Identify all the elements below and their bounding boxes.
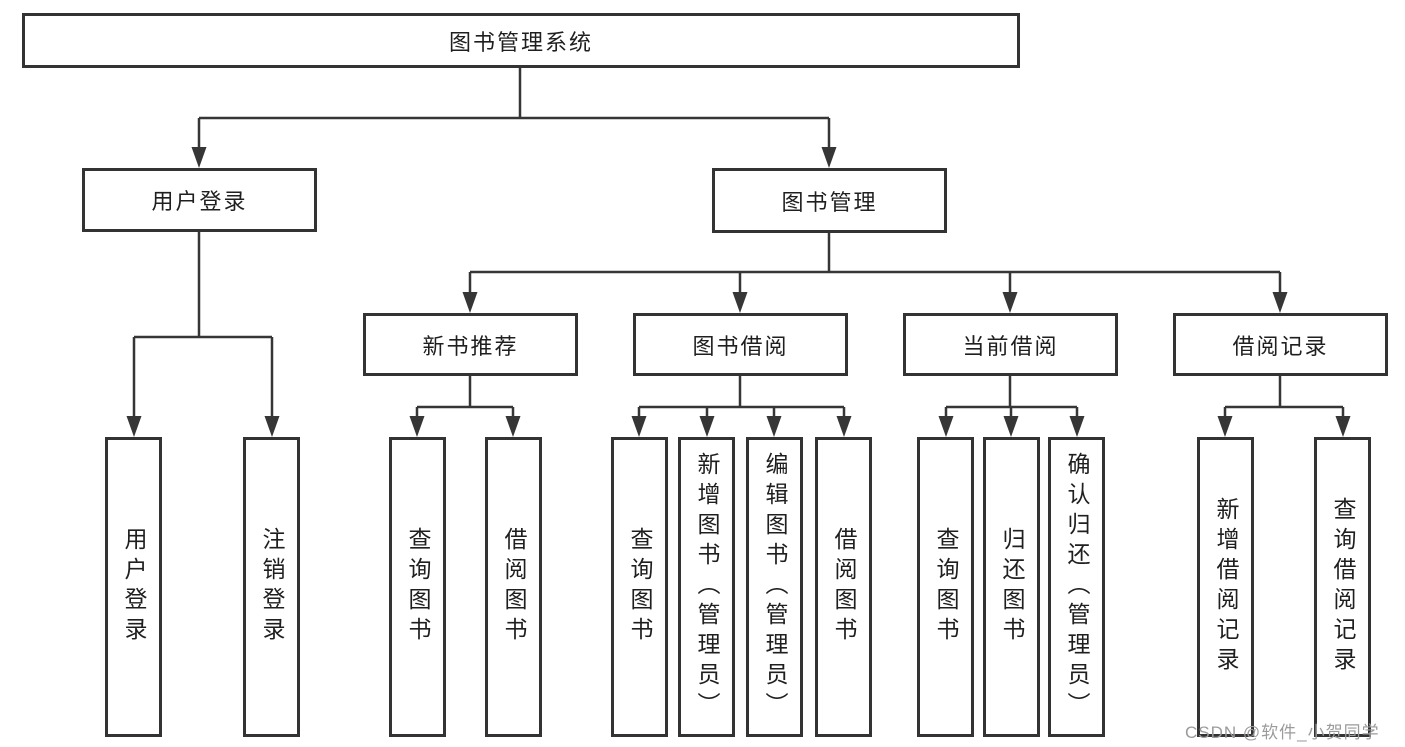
node-label: 归还图书	[999, 527, 1025, 647]
node-new-book-recommendation: 新书推荐	[363, 313, 578, 376]
node-logout-leaf: 注销登录	[243, 437, 300, 737]
node-borrow-books-leaf: 借阅图书	[815, 437, 872, 737]
arrowhead	[631, 416, 647, 437]
arrowhead	[1069, 416, 1085, 437]
arrowhead	[1217, 416, 1233, 437]
connector-books-split	[468, 231, 1282, 295]
node-label: 当前借阅	[962, 333, 1059, 359]
node-current-borrowing: 当前借阅	[903, 313, 1118, 376]
arrowhead	[191, 147, 207, 168]
node-book-borrowing: 图书借阅	[633, 313, 848, 376]
node-label: 确认归还（管理员）	[1064, 452, 1090, 722]
connector-current-split	[944, 374, 1079, 420]
node-borrowing-records: 借阅记录	[1173, 313, 1388, 376]
node-query-books-recommend: 查询图书	[389, 437, 446, 737]
arrowhead	[126, 416, 142, 437]
arrowhead	[732, 292, 748, 313]
node-label: 新书推荐	[422, 333, 519, 359]
node-edit-book-admin: 编辑图书（管理员）	[746, 437, 803, 737]
node-label: 用户登录	[151, 189, 248, 214]
node-label: 编辑图书（管理员）	[762, 452, 788, 722]
arrowhead	[1003, 416, 1019, 437]
node-add-borrow-record: 新增借阅记录	[1197, 437, 1254, 737]
node-label: 借阅记录	[1232, 333, 1329, 359]
arrowhead	[1002, 292, 1018, 313]
node-return-books: 归还图书	[983, 437, 1040, 737]
arrowhead	[836, 416, 852, 437]
connector-newrec-split	[415, 374, 515, 420]
connector-borrow-split	[637, 374, 846, 420]
arrowhead	[505, 416, 521, 437]
node-add-book-admin: 新增图书（管理员）	[678, 437, 735, 737]
node-label: 查询图书	[405, 527, 431, 647]
node-user-login: 用户登录	[82, 168, 317, 232]
node-query-books-borrow: 查询图书	[611, 437, 668, 737]
arrowhead	[1272, 292, 1288, 313]
arrowheads	[126, 147, 1351, 437]
node-label: 注销登录	[259, 527, 285, 647]
node-query-books-current: 查询图书	[917, 437, 974, 737]
node-user-login-leaf: 用户登录	[105, 437, 162, 737]
node-library-management-system: 图书管理系统	[22, 13, 1020, 68]
node-label: 图书管理系统	[448, 29, 593, 55]
arrowhead	[766, 416, 782, 437]
arrowhead	[938, 416, 954, 437]
node-label: 图书管理	[781, 189, 878, 215]
node-borrow-books-recommend: 借阅图书	[485, 437, 542, 737]
connector-user-split	[132, 230, 274, 419]
node-label: 新增图书（管理员）	[694, 452, 720, 722]
arrowhead	[1335, 416, 1351, 437]
node-confirm-return-admin: 确认归还（管理员）	[1048, 437, 1105, 737]
arrowhead	[264, 416, 280, 437]
node-label: 借阅图书	[501, 527, 527, 647]
node-label: 新增借阅记录	[1213, 497, 1239, 677]
csdn-watermark: CSDN @软件_小贺同学	[1185, 723, 1380, 742]
arrowhead	[699, 416, 715, 437]
node-label: 用户登录	[121, 527, 147, 647]
connector-records-split	[1223, 374, 1345, 420]
arrowhead	[409, 416, 425, 437]
arrowhead	[821, 147, 837, 168]
node-label: 图书借阅	[692, 333, 789, 359]
node-label: 查询图书	[933, 527, 959, 647]
node-query-borrow-record: 查询借阅记录	[1314, 437, 1371, 737]
arrowhead	[462, 292, 478, 313]
connector-root-split	[197, 66, 831, 150]
node-label: 查询借阅记录	[1330, 497, 1356, 677]
node-label: 查询图书	[627, 527, 653, 647]
node-book-management: 图书管理	[712, 168, 947, 233]
node-label: 借阅图书	[831, 527, 857, 647]
